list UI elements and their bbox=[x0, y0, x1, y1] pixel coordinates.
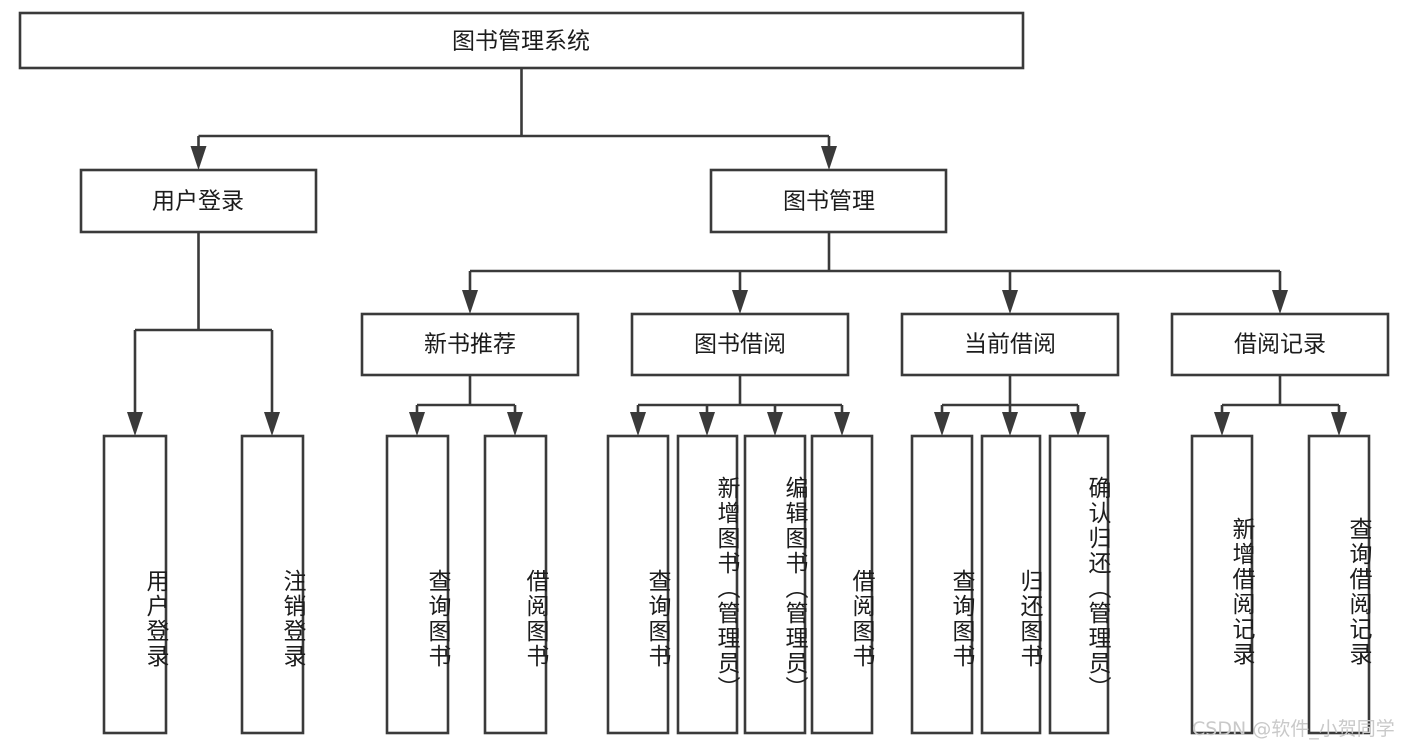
arrow-book-borrow-leaf2 bbox=[699, 412, 715, 436]
leaf-label-logout-login: 注销登录 bbox=[279, 569, 305, 669]
arrow-borrow-record-leaf2 bbox=[1331, 412, 1347, 436]
arrow-bm-to-new-book bbox=[462, 290, 478, 314]
arrow-user-login-leaf1 bbox=[127, 412, 143, 436]
label-title: 图书管理系统 bbox=[452, 29, 590, 55]
leaf-box-user-login[interactable] bbox=[102, 434, 168, 735]
leaf-label-borrow-book-1: 借阅图书 bbox=[522, 569, 548, 669]
node-new-book-recommend-box[interactable] bbox=[360, 312, 580, 377]
leaf-label-return-book: 归还图书 bbox=[1016, 569, 1042, 669]
arrow-borrow-record-leaf1 bbox=[1214, 412, 1230, 436]
arrow-bm-to-current-borrow bbox=[1002, 290, 1018, 314]
arrow-book-borrow-leaf1 bbox=[630, 412, 646, 436]
leaf-box-return-book[interactable] bbox=[980, 434, 1042, 735]
leaf-label-user-login: 用户登录 bbox=[142, 569, 168, 669]
leaf-box-borrow-book-2[interactable] bbox=[810, 434, 874, 735]
node-current-borrow-box[interactable] bbox=[900, 312, 1120, 377]
arrow-bm-to-borrow-record bbox=[1272, 290, 1288, 314]
leaf-box-add-borrow-record[interactable] bbox=[1190, 434, 1254, 735]
arrow-book-borrow-leaf4 bbox=[834, 412, 850, 436]
leaf-box-confirm-return-admin[interactable] bbox=[1048, 434, 1110, 735]
leaf-label-query-borrow-record: 查询借阅记录 bbox=[1345, 516, 1371, 667]
arrow-current-borrow-leaf3 bbox=[1070, 412, 1086, 436]
leaf-label-edit-book-admin: 编辑图书（管理员） bbox=[781, 475, 807, 701]
leaf-label-query-book-3: 查询图书 bbox=[948, 569, 974, 669]
leaf-box-query-book-2[interactable] bbox=[606, 434, 670, 735]
arrow-new-book-leaf1 bbox=[409, 412, 425, 436]
horizontal-label-layer: 图书管理系统 用户登录 图书管理 新书推荐 图书借阅 当前借阅 借阅记录 bbox=[152, 29, 1326, 358]
leaf-label-query-book-2: 查询图书 bbox=[644, 569, 670, 669]
label-current-borrow: 当前借阅 bbox=[964, 332, 1056, 358]
leaf-box-borrow-book-1[interactable] bbox=[483, 434, 548, 735]
arrow-new-book-leaf2 bbox=[507, 412, 523, 436]
leaf-label-confirm-return-admin: 确认归还（管理员） bbox=[1084, 475, 1110, 701]
leaf-box-add-book-admin[interactable] bbox=[676, 434, 739, 735]
label-borrow-record: 借阅记录 bbox=[1234, 332, 1326, 358]
connector-layer bbox=[127, 68, 1347, 436]
arrow-user-login-leaf2 bbox=[264, 412, 280, 436]
arrow-root-to-user-login bbox=[190, 146, 207, 170]
leaf-label-borrow-book-2: 借阅图书 bbox=[848, 569, 874, 669]
leaf-label-add-borrow-record: 新增借阅记录 bbox=[1228, 516, 1254, 667]
node-user-login-box[interactable] bbox=[79, 168, 318, 234]
leaf-box-query-book-1[interactable] bbox=[385, 434, 450, 735]
label-new-book-recommend: 新书推荐 bbox=[424, 332, 516, 358]
leaf-box-logout-login[interactable] bbox=[240, 434, 305, 735]
leaf-label-add-book-admin: 新增图书（管理员） bbox=[713, 475, 739, 701]
label-book-management: 图书管理 bbox=[783, 189, 875, 215]
leaf-box-edit-book-admin[interactable] bbox=[743, 434, 807, 735]
label-book-borrow: 图书借阅 bbox=[694, 332, 786, 358]
leaf-box-query-borrow-record[interactable] bbox=[1307, 434, 1371, 735]
node-book-borrow-box[interactable] bbox=[630, 312, 850, 377]
node-borrow-record-box[interactable] bbox=[1170, 312, 1390, 377]
arrow-current-borrow-leaf2 bbox=[1002, 412, 1018, 436]
leaf-label-query-book-1: 查询图书 bbox=[424, 569, 450, 669]
leaf-box-query-book-3[interactable] bbox=[910, 434, 974, 735]
label-user-login: 用户登录 bbox=[152, 189, 244, 215]
node-book-management-box[interactable] bbox=[709, 168, 948, 234]
node-box-layer bbox=[18, 11, 1390, 735]
arrow-current-borrow-leaf1 bbox=[934, 412, 950, 436]
arrow-root-to-book-management bbox=[821, 146, 837, 170]
arrow-book-borrow-leaf3 bbox=[767, 412, 783, 436]
arrow-bm-to-book-borrow bbox=[732, 290, 748, 314]
watermark-csdn: CSDN @软件_小贺同学 bbox=[1192, 718, 1395, 740]
node-title-box[interactable] bbox=[18, 11, 1025, 70]
